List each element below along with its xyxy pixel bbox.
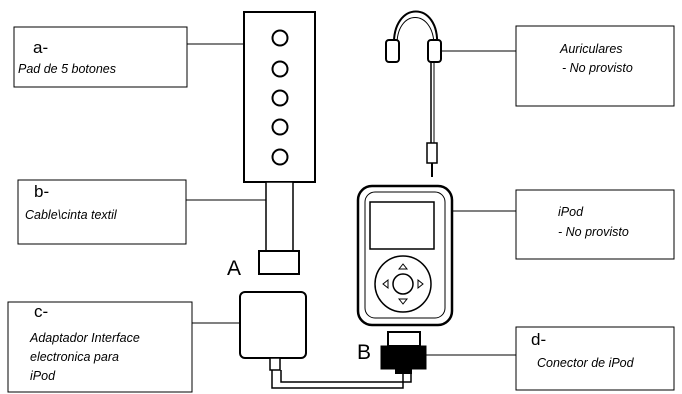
ipod-icon — [356, 184, 454, 327]
label-b-desc: Cable\cinta textil — [25, 208, 117, 222]
label-a-letter: a- — [33, 38, 49, 57]
button-pad-icon — [243, 11, 316, 183]
label-d-letter: d- — [531, 330, 547, 349]
connector-icon — [380, 331, 427, 374]
pad-button-3 — [271, 89, 289, 107]
connector-a — [258, 250, 300, 275]
headphones-icon — [385, 10, 442, 177]
pad-button-2 — [271, 60, 289, 78]
label-ipod-1: iPod — [558, 205, 584, 219]
ipod-center-button — [392, 273, 414, 295]
label-d-desc: Conector de iPod — [537, 356, 634, 370]
label-c-desc-1: Adaptador Interface — [30, 331, 140, 345]
ribbon-cable — [265, 181, 294, 253]
label-c-desc-2: electronica para — [30, 350, 119, 364]
label-headphones-1: Auriculares — [560, 42, 623, 56]
label-box-a — [13, 26, 188, 88]
label-box-ipod — [515, 189, 675, 260]
pad-button-5 — [271, 148, 289, 166]
label-box-headphones — [515, 25, 675, 107]
label-headphones-2: - No provisto — [562, 61, 633, 75]
label-c-desc-3: iPod — [30, 369, 56, 383]
label-a-desc: Pad de 5 botones — [18, 62, 116, 76]
marker-a: A — [227, 257, 242, 280]
label-c-letter: c- — [34, 302, 49, 321]
label-box-b — [17, 179, 187, 245]
label-box-c — [7, 301, 193, 393]
adapter-icon — [239, 291, 307, 371]
adapter-cable — [271, 370, 412, 389]
pad-button-4 — [271, 118, 289, 136]
label-b-letter: b- — [34, 182, 50, 201]
label-ipod-2: - No provisto — [558, 225, 629, 239]
pad-button-1 — [271, 29, 289, 47]
marker-b: B — [357, 341, 372, 364]
label-box-d — [515, 326, 675, 391]
